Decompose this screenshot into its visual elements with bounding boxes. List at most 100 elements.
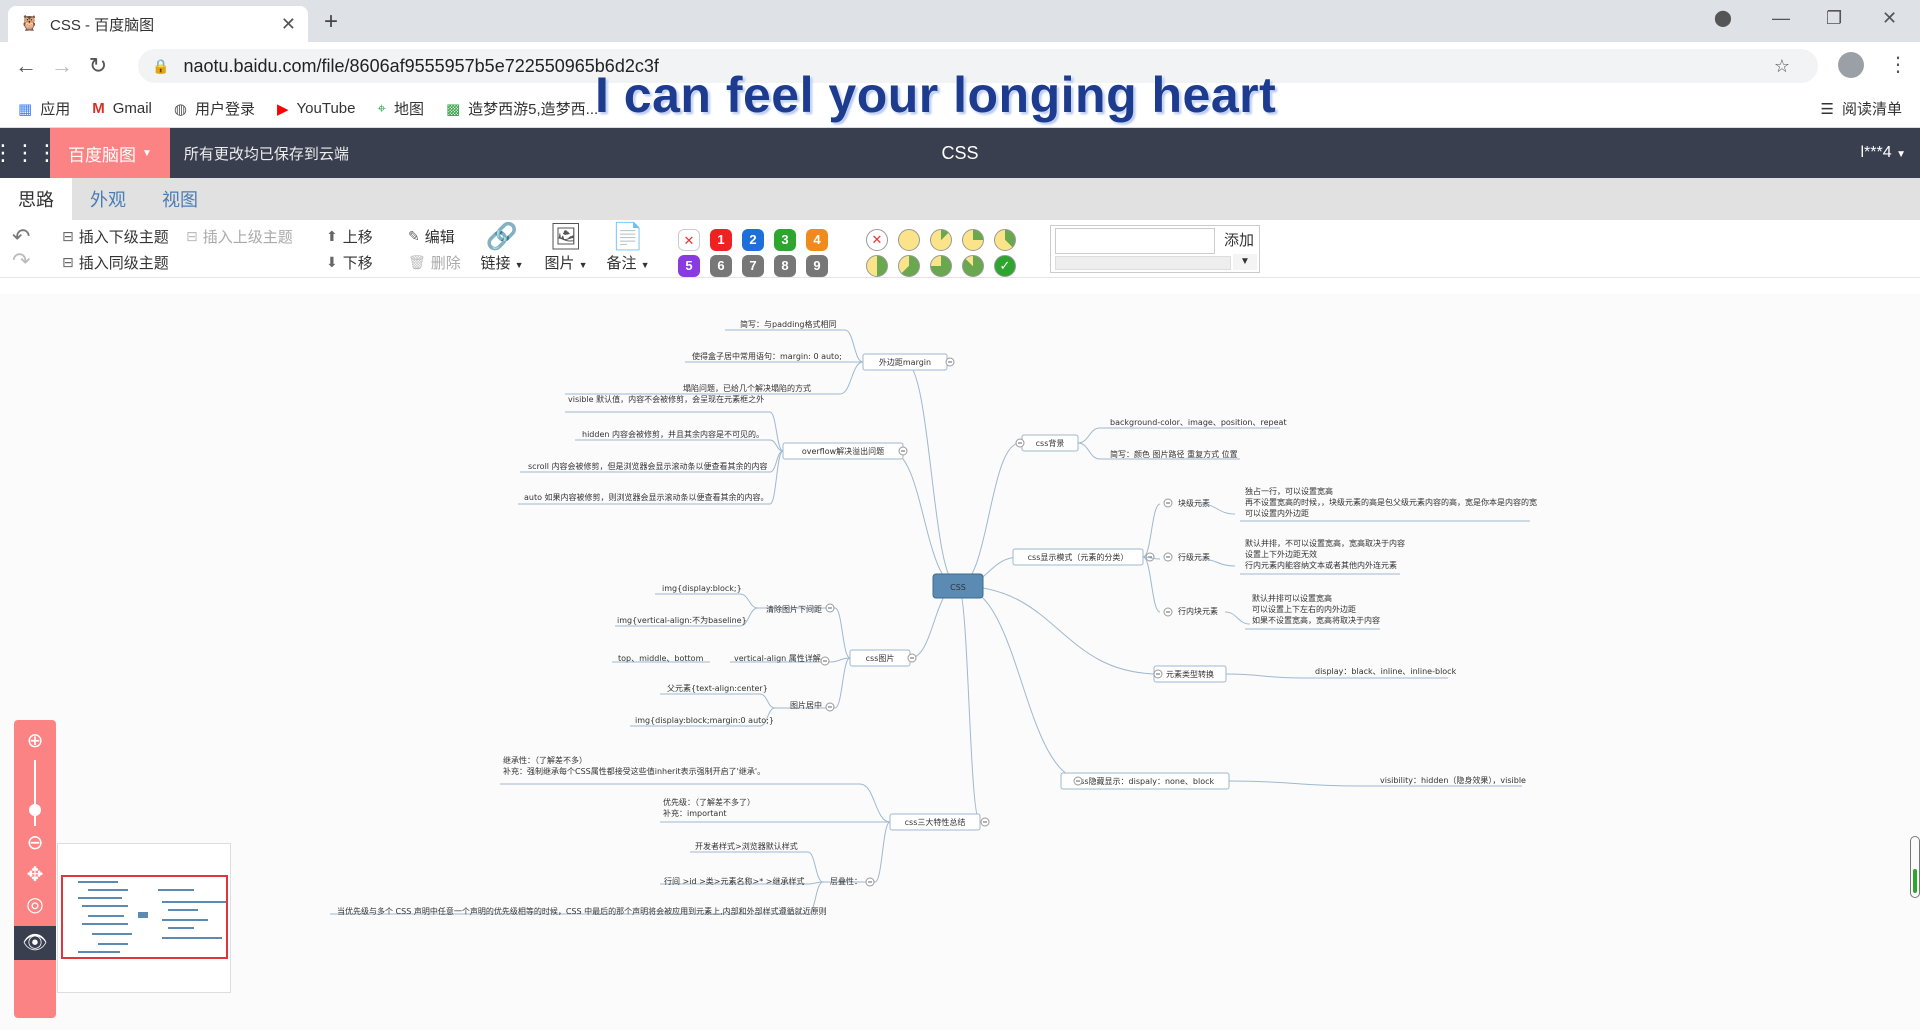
priority-5-icon[interactable]: 5 bbox=[678, 255, 700, 277]
insert-child-button[interactable]: ⊟插入下级主题 bbox=[62, 228, 169, 246]
tag-add-button[interactable]: 添加 bbox=[1223, 232, 1254, 249]
scrollbar-thumb[interactable] bbox=[1913, 869, 1917, 893]
node-ov_c4[interactable]: auto 如果内容被修剪，则浏览器会显示滚动条以便查看其余的内容。 bbox=[524, 492, 769, 502]
node-ib_c1[interactable]: 默认并排可以设置宽高 bbox=[1252, 593, 1332, 603]
node-block[interactable]: 块级元素 bbox=[1178, 498, 1210, 508]
bookmark-maps[interactable]: ⌖地图 bbox=[377, 100, 424, 118]
insert-sibling-button[interactable]: ⊟插入同级主题 bbox=[62, 254, 169, 272]
progress-6-icon[interactable] bbox=[930, 255, 952, 277]
node-three_stack[interactable]: 层叠性： bbox=[830, 876, 862, 886]
progress-3-icon[interactable] bbox=[994, 229, 1016, 251]
reading-list[interactable]: ☰阅读清单 bbox=[1820, 100, 1902, 119]
node-block_c3[interactable]: 可以设置内外边距 bbox=[1245, 508, 1309, 518]
redo-icon[interactable]: ↷ bbox=[12, 248, 31, 273]
tab-appearance[interactable]: 外观 bbox=[90, 190, 126, 210]
node-img_gap[interactable]: 清除图片下间距 bbox=[766, 604, 822, 614]
reload-icon[interactable]: ↻ bbox=[88, 53, 108, 78]
node-ov_c1[interactable]: visible 默认值，内容不会被修剪，会呈现在元素框之外 bbox=[568, 394, 764, 404]
progress-7-icon[interactable] bbox=[962, 255, 984, 277]
node-img[interactable]: css图片 bbox=[866, 653, 895, 663]
url-field[interactable]: 🔒 naotu.baidu.com/file/8606af9555957b5e7… bbox=[138, 49, 1818, 83]
node-img_va[interactable]: vertical-align 属性详解 bbox=[734, 653, 821, 663]
zoom-slider-track[interactable] bbox=[34, 760, 36, 826]
progress-1-icon[interactable] bbox=[930, 229, 952, 251]
minimize-icon[interactable]: — bbox=[1772, 8, 1790, 28]
zoom-in-icon[interactable]: ⊕ bbox=[26, 730, 44, 752]
vertical-scrollbar[interactable] bbox=[1910, 836, 1920, 898]
node-inline_c1[interactable]: 默认并排，不可以设置宽高，宽高取决于内容 bbox=[1245, 538, 1405, 548]
priority-3-icon[interactable]: 3 bbox=[774, 229, 796, 251]
tab-view[interactable]: 视图 bbox=[162, 190, 198, 210]
mindmap-canvas[interactable]: CSS 外边距margin 简写：与padding格式相同使得盒子居中常用语句：ma… bbox=[0, 294, 1920, 1030]
node-img_gap_c2[interactable]: img{vertical-align:不为baseline} bbox=[617, 615, 747, 625]
edit-button[interactable]: ✎编辑 bbox=[408, 228, 455, 246]
bookmark-youtube[interactable]: ▶YouTube bbox=[276, 100, 356, 118]
zoom-out-icon[interactable]: ⊖ bbox=[26, 832, 44, 854]
bookmark-apps[interactable]: ▦应用 bbox=[18, 100, 71, 119]
bookmark-login[interactable]: ◍用户登录 bbox=[173, 100, 255, 119]
undo-icon[interactable]: ↶ bbox=[12, 224, 31, 249]
node-margin_c1[interactable]: 简写：与padding格式相同 bbox=[740, 319, 837, 329]
note-button[interactable]: 📄备注 ▼ bbox=[602, 220, 654, 273]
brand-menu[interactable]: 百度脑图▼ bbox=[50, 128, 170, 178]
priority-6-icon[interactable]: 6 bbox=[710, 255, 732, 277]
node-inline[interactable]: 行级元素 bbox=[1178, 552, 1210, 562]
node-three_prio_2[interactable]: 补充：important bbox=[663, 808, 727, 818]
progress-5-icon[interactable] bbox=[898, 255, 920, 277]
progress-clear-icon[interactable]: ✕ bbox=[866, 229, 888, 251]
node-hide_c1[interactable]: visibility：hidden（隐身效果），visible bbox=[1380, 775, 1526, 785]
move-canvas-icon[interactable]: ✥ bbox=[26, 864, 44, 886]
forward-icon[interactable]: → bbox=[51, 53, 73, 78]
priority-9-icon[interactable]: 9 bbox=[806, 255, 828, 277]
close-tab-icon[interactable]: ✕ bbox=[280, 13, 296, 34]
progress-0-icon[interactable] bbox=[898, 229, 920, 251]
root-node-label[interactable]: CSS bbox=[950, 583, 966, 592]
node-three_stack_c1[interactable]: 开发者样式>浏览器默认样式 bbox=[695, 841, 798, 851]
node-three[interactable]: css三大特性总结 bbox=[905, 817, 966, 827]
avatar[interactable] bbox=[1838, 52, 1864, 78]
progress-4-icon[interactable] bbox=[866, 255, 888, 277]
insert-parent-button[interactable]: ⊟插入上级主题 bbox=[186, 228, 293, 246]
app-grid-icon[interactable]: ⋮⋮⋮ bbox=[0, 140, 58, 165]
progress-2-icon[interactable] bbox=[962, 229, 984, 251]
new-tab-icon[interactable]: + bbox=[324, 8, 339, 35]
node-margin_c2[interactable]: 使得盒子居中常用语句：margin: 0 auto; bbox=[692, 351, 842, 361]
node-ib_c2[interactable]: 可以设置上下左右的内外边距 bbox=[1252, 604, 1356, 614]
node-three_inherit_1[interactable]: 继承性：（了解差不多） bbox=[503, 755, 587, 765]
node-three_stack_c3[interactable]: 当优先级与多个 CSS 声明中任意一个声明的优先级相等的时候，CSS 中最后的那… bbox=[337, 906, 827, 916]
node-inline_c3[interactable]: 行内元素内能容纳文本或者其他内外连元素 bbox=[1245, 560, 1397, 570]
node-img_va_c1[interactable]: top、middle、bottom bbox=[618, 654, 704, 663]
node-inline_block[interactable]: 行内块元素 bbox=[1178, 606, 1218, 616]
minimap-viewport[interactable] bbox=[61, 875, 228, 959]
node-margin[interactable]: 外边距margin bbox=[879, 357, 931, 367]
priority-1-icon[interactable]: 1 bbox=[710, 229, 732, 251]
node-img_gap_c1[interactable]: img{display:block;} bbox=[662, 584, 742, 593]
node-convert[interactable]: 元素类型转换 bbox=[1166, 669, 1214, 679]
node-overflow[interactable]: overflow解决溢出问题 bbox=[802, 446, 884, 456]
link-button[interactable]: 🔗链接 ▼ bbox=[476, 220, 528, 273]
node-hide[interactable]: css隐藏显示：dispaly：none、block bbox=[1076, 776, 1215, 786]
node-bg_c1[interactable]: background-color、image、position、repeat bbox=[1110, 418, 1287, 427]
node-img_center_c2[interactable]: img{display:block;margin:0 auto;} bbox=[635, 716, 774, 725]
restore-icon[interactable]: ❐ bbox=[1826, 8, 1843, 28]
priority-8-icon[interactable]: 8 bbox=[774, 255, 796, 277]
priority-2-icon[interactable]: 2 bbox=[742, 229, 764, 251]
node-convert_c1[interactable]: display：black、inline、inline-block bbox=[1315, 667, 1457, 676]
move-up-button[interactable]: ⬆上移 bbox=[326, 228, 373, 246]
node-three_stack_c2[interactable]: 行间 >id >类>元素名称>* >继承样式 bbox=[664, 876, 804, 886]
node-img_center[interactable]: 图片居中 bbox=[790, 700, 822, 710]
minimap[interactable] bbox=[57, 843, 231, 993]
eye-icon[interactable]: 👁 bbox=[14, 926, 56, 960]
tab-thinking[interactable]: 思路 bbox=[0, 178, 72, 220]
node-three_prio_1[interactable]: 优先级：（了解差不多了） bbox=[663, 797, 755, 807]
back-icon[interactable]: ← bbox=[15, 53, 37, 78]
priority-4-icon[interactable]: 4 bbox=[806, 229, 828, 251]
node-ov_c3[interactable]: scroll 内容会被修剪，但是浏览器会显示滚动条以便查看其余的内容 bbox=[528, 461, 768, 471]
locate-root-icon[interactable]: ◎ bbox=[26, 894, 44, 916]
move-down-button[interactable]: ⬇下移 bbox=[326, 254, 373, 272]
zoom-slider-handle[interactable] bbox=[29, 804, 41, 816]
node-three_inherit_2[interactable]: 补充：强制继承每个CSS属性都接受这些值inherit表示强制开启了'继承'。 bbox=[503, 766, 765, 776]
delete-button[interactable]: 🗑删除 bbox=[408, 254, 461, 272]
node-bg[interactable]: css背景 bbox=[1036, 438, 1065, 448]
